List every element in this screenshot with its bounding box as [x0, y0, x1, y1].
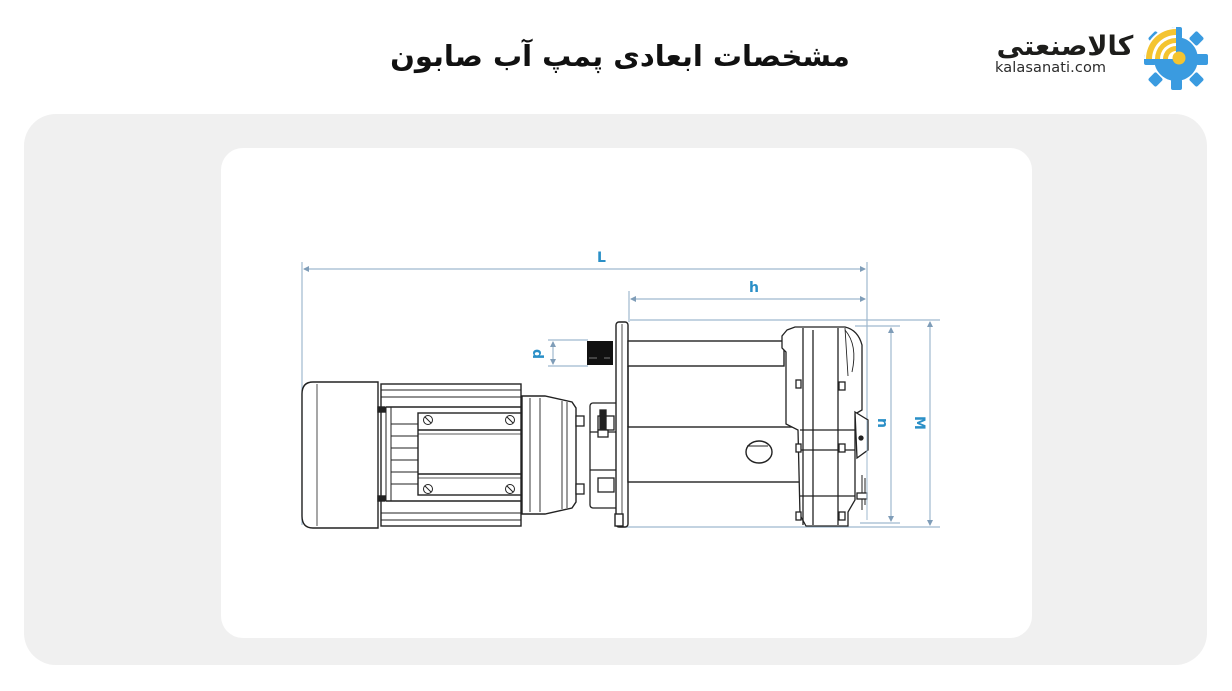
brand-logo[interactable]: کالاصنعتی kalasanati.com — [985, 18, 1215, 94]
pump-head — [781, 326, 869, 527]
dimension-label-n: n — [873, 418, 890, 428]
logo-domain: kalasanati.com — [995, 60, 1107, 76]
dimension-lines — [301, 262, 940, 528]
page-title: مشخصات ابعادی پمپ آب صابون — [390, 39, 850, 73]
dimension-label-M: M — [910, 416, 927, 430]
outlet-nozzle — [587, 341, 613, 365]
dimension-label-L: L — [597, 250, 606, 266]
pump-column — [627, 340, 811, 483]
dimension-label-h: h — [749, 280, 759, 296]
logo-wordmark-fa: کالاصنعتی — [996, 31, 1134, 62]
mounting-plate — [614, 321, 629, 528]
electric-motor — [301, 381, 577, 529]
dimension-label-d: d — [529, 348, 546, 360]
coupling — [575, 402, 620, 509]
gear-wifi-icon — [1144, 27, 1208, 90]
